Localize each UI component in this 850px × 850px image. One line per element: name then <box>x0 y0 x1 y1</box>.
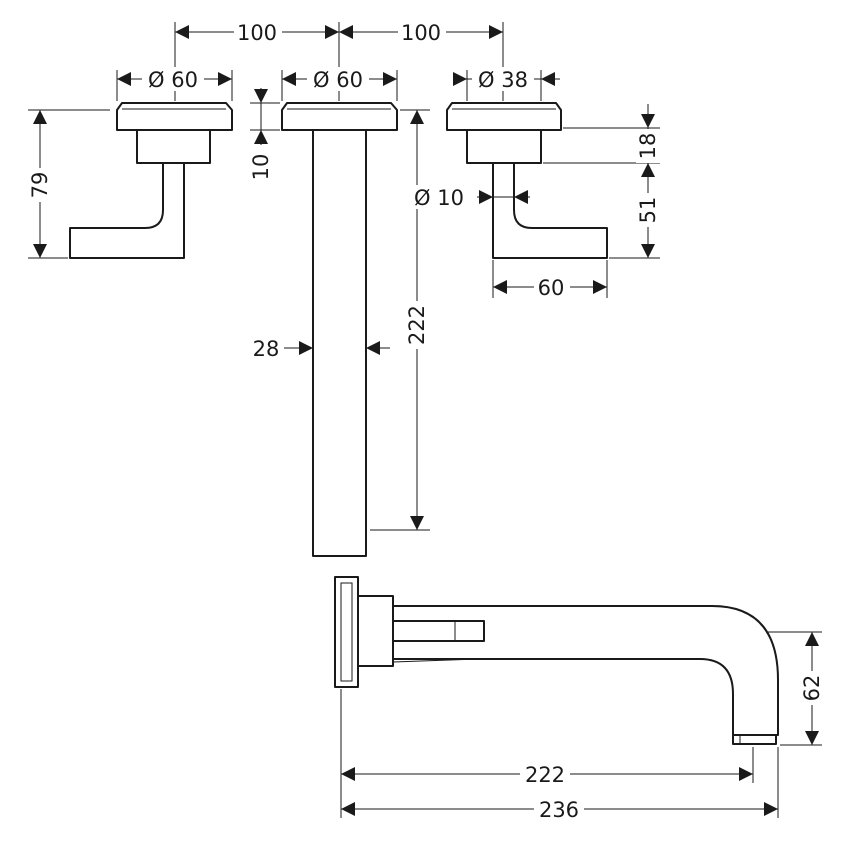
dim-lever-length: 60 <box>538 276 565 300</box>
dim-overall-projection: 236 <box>539 798 579 822</box>
dim-spacing-right: 100 <box>401 21 441 45</box>
extension-lines <box>28 22 822 818</box>
dim-spacing-left: 100 <box>237 21 277 45</box>
dim-spout-height: 62 <box>800 675 824 702</box>
dim-left-handle-diameter: Ø 60 <box>148 68 198 92</box>
spout-front <box>281 102 398 557</box>
dim-lever-stem-diameter: Ø 10 <box>414 186 464 210</box>
dim-right-lever-height: 51 <box>636 197 660 224</box>
dimension-labels: 100 100 Ø 60 Ø 60 Ø 38 79 10 222 18 51 Ø… <box>28 21 824 822</box>
label-backgrounds <box>28 20 824 821</box>
right-handle <box>446 102 608 259</box>
dim-right-rosette-height: 18 <box>636 133 660 160</box>
spout-side <box>334 576 779 745</box>
dim-spout-length-front: 222 <box>405 305 429 345</box>
left-handle <box>69 102 233 259</box>
dimension-lines <box>39 31 813 810</box>
dim-rosette-thickness: 10 <box>249 154 273 181</box>
dim-spout-projection: 222 <box>525 763 565 787</box>
dim-spout-rosette-diameter: Ø 60 <box>313 68 363 92</box>
dim-left-handle-height: 79 <box>28 172 52 199</box>
dim-spout-width: 28 <box>253 337 280 361</box>
dim-right-handle-diameter: Ø 38 <box>478 68 528 92</box>
arrowheads <box>33 25 819 816</box>
